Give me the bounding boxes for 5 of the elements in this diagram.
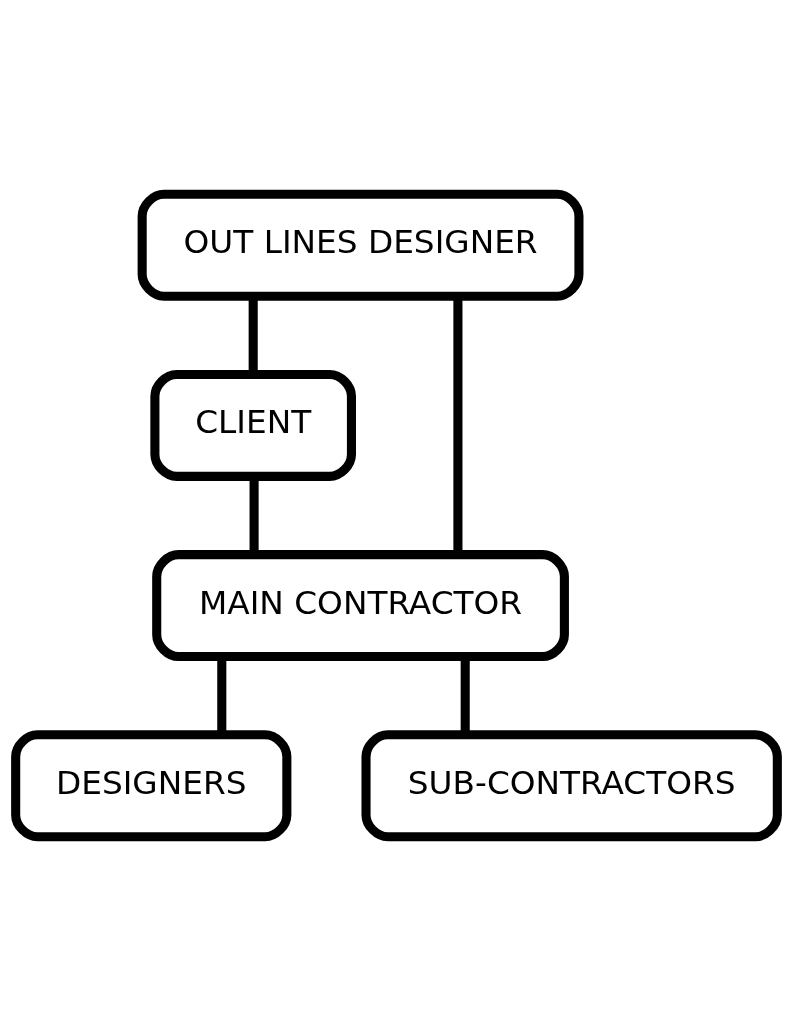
node-box: MAIN CONTRACTOR bbox=[152, 549, 569, 661]
node-box: OUT LINES DESIGNER bbox=[137, 189, 584, 301]
node-box: CLIENT bbox=[150, 369, 356, 481]
node-box: SUB-CONTRACTORS bbox=[361, 729, 782, 841]
node-box: DESIGNERS bbox=[11, 729, 292, 841]
